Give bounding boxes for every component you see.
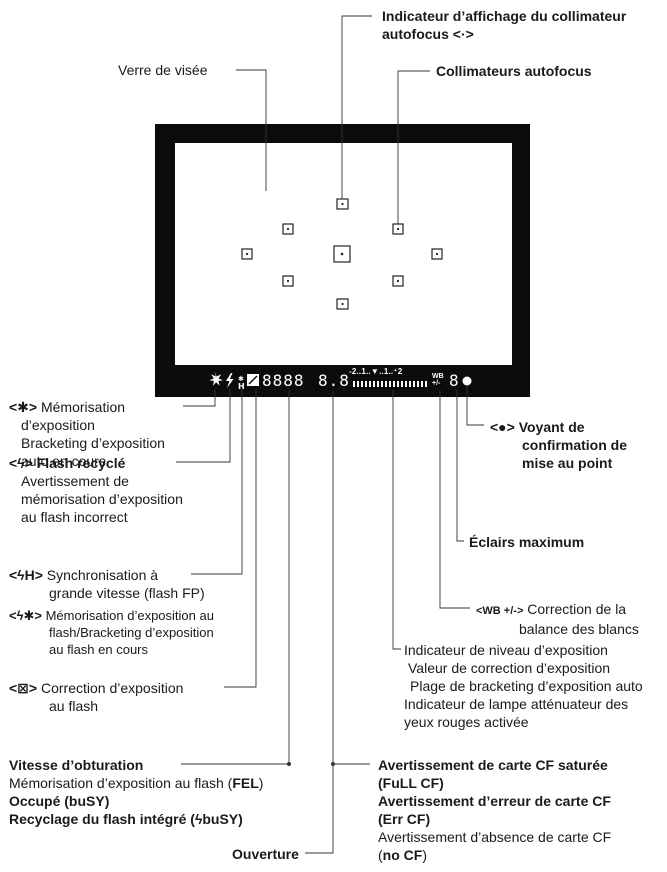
aperture-label: Ouverture	[232, 846, 299, 862]
focusing-screen	[175, 143, 512, 365]
svg-text:✱: ✱	[238, 375, 244, 383]
flash-exposure-comp-label: <⊠> Correction d’exposition au flash	[9, 680, 184, 714]
fel-symbol: <ϟ✱>	[9, 608, 42, 623]
shutter-speed-label: Vitesse d’obturation Mémorisation d’expo…	[9, 757, 264, 827]
focus-confirmation-label: <●> Voyant de confirmation de mise au po…	[490, 419, 628, 471]
lcd-aperture-digits: 8.8	[318, 371, 350, 390]
fec-symbol: <⊠>	[9, 680, 38, 696]
ae-lock-label: <✱> Mémorisation d’exposition Bracketing…	[9, 399, 165, 469]
ae-lock-icon	[209, 372, 224, 386]
af-display-indicator-label: Indicateur d’affichage du collimateur au…	[382, 8, 627, 42]
af-point-left	[241, 248, 253, 260]
af-point-bottom	[336, 298, 349, 310]
card-warnings-label: Avertissement de carte CF saturée (FuLL …	[378, 757, 612, 863]
focusing-screen-label: Verre de visée	[118, 62, 208, 78]
af-point-upper-left	[282, 223, 294, 235]
lcd-exposure-scale: -2..1..▼..1..⁺2	[349, 367, 403, 376]
flash-ready-label: <ϟ> Flash recyclé Avertissement de mémor…	[9, 455, 183, 525]
lcd-burst-digit: 8	[449, 371, 460, 390]
af-points-label: Collimateurs autofocus	[436, 63, 592, 79]
wb-correction-label: <WB +/-> Correction de la balance des bl…	[476, 601, 639, 637]
lcd-wb-symbol: WB +/-	[432, 373, 444, 387]
flash-ready-icon	[226, 373, 234, 388]
focus-symbol: <●>	[490, 419, 515, 435]
exposure-level-label: Indicateur de niveau d’exposition Valeur…	[404, 642, 643, 730]
af-point-lower-left	[282, 275, 294, 287]
af-point-lower-right	[392, 275, 404, 287]
max-burst-label: Éclairs maximum	[469, 534, 585, 550]
fe-lock-label: <ϟ✱> Mémorisation d’exposition au flash/…	[9, 608, 214, 657]
high-speed-sync-label: <ϟH> Synchronisation à grande vitesse (f…	[9, 567, 205, 601]
af-point-center	[333, 245, 351, 263]
af-point-right	[431, 248, 443, 260]
focus-confirmation-icon	[462, 376, 472, 386]
svg-text:H: H	[238, 382, 245, 391]
hss-symbol: <ϟH>	[9, 567, 43, 583]
ae-lock-symbol: <✱>	[9, 399, 38, 415]
flash-ready-symbol: <ϟ>	[9, 455, 33, 471]
exposure-level-bars	[353, 381, 427, 387]
lcd-shutter-digits: 8888	[262, 371, 305, 390]
lcd-strip: ✱ H	[209, 372, 472, 391]
leader-lines	[176, 15, 484, 854]
wb-symbol: <WB +/->	[476, 605, 524, 617]
af-point-top	[336, 198, 349, 210]
